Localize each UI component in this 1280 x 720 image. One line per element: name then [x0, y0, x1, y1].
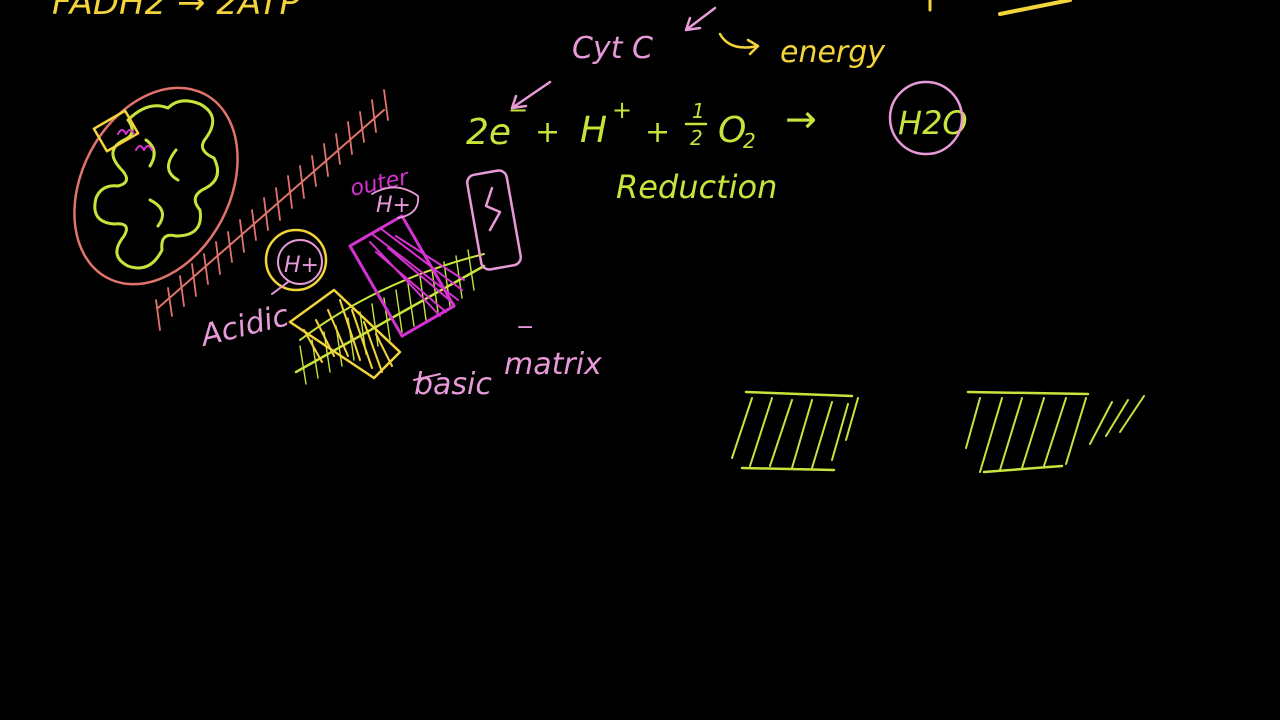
mitochondrion-zoom-scribble [117, 129, 153, 151]
equation-arrow: → [785, 97, 817, 141]
mitochondrion-cristae [93, 99, 220, 270]
proton-pump-hatching [369, 227, 465, 317]
energy-curved-arrow [718, 32, 760, 56]
matrix-label: matrix [504, 347, 602, 382]
equation-oxygen: O [718, 110, 746, 151]
proton-circle-outer [264, 228, 328, 292]
hatched-rect-1-top [744, 390, 854, 398]
acidic-label: Acidic [196, 298, 293, 354]
equation-fraction-numerator: 1 [692, 99, 705, 123]
cyt-c-label: Cyt C [572, 31, 653, 66]
proton-pump-box [348, 214, 456, 338]
hatched-rect-2-bottom [982, 464, 1064, 474]
mitochondrion-outer-membrane [73, 86, 239, 286]
proton-circle-inner [277, 239, 323, 285]
basic-strike [413, 373, 441, 381]
equation-electrons: 2e [466, 112, 511, 153]
top-right-yellow-stroke [998, 0, 1072, 16]
minus-sign: − [516, 315, 534, 340]
top-left-label: FADH2 → 2ATP [52, 0, 300, 23]
equation-proton-charge: + [612, 96, 632, 124]
acidic-arrow [271, 281, 289, 295]
mitochondrion-zoom-box [92, 109, 140, 153]
cyt-c-arrow-left [684, 6, 717, 32]
basic-label: basic [414, 367, 492, 402]
energy-label: energy [780, 35, 886, 70]
hatched-rect-2-hatching [965, 395, 1145, 473]
equation-plus-2: + [645, 115, 670, 150]
inner-membrane-line [294, 264, 486, 374]
proton-circle-label: H+ [284, 253, 319, 278]
hatched-rect-2-top [966, 390, 1090, 396]
equation-oxygen-subscript: 2 [743, 129, 756, 153]
equation-proton: H [580, 110, 607, 151]
outer-proton-label: H+ [376, 193, 411, 218]
equation-water: H2O [898, 104, 968, 142]
equation-fraction-denominator: 2 [690, 126, 703, 150]
electron-arrow [510, 80, 552, 110]
complex-box [465, 169, 523, 271]
hatched-rect-1-bottom [740, 466, 836, 472]
outer-membrane-hatching [155, 89, 389, 331]
hatched-rect-1-hatching [731, 397, 859, 469]
equation-electron-charge: − [508, 96, 528, 124]
reduction-label: Reduction [616, 168, 777, 206]
complex-squiggle [484, 186, 502, 232]
outer-proton-circle [371, 186, 420, 219]
water-circle [888, 80, 964, 156]
atp-synthase-cone [288, 288, 402, 380]
atp-synthase-hatching [303, 299, 393, 373]
equation-plus-1: + [535, 115, 560, 150]
outer-membrane-line [157, 109, 385, 309]
